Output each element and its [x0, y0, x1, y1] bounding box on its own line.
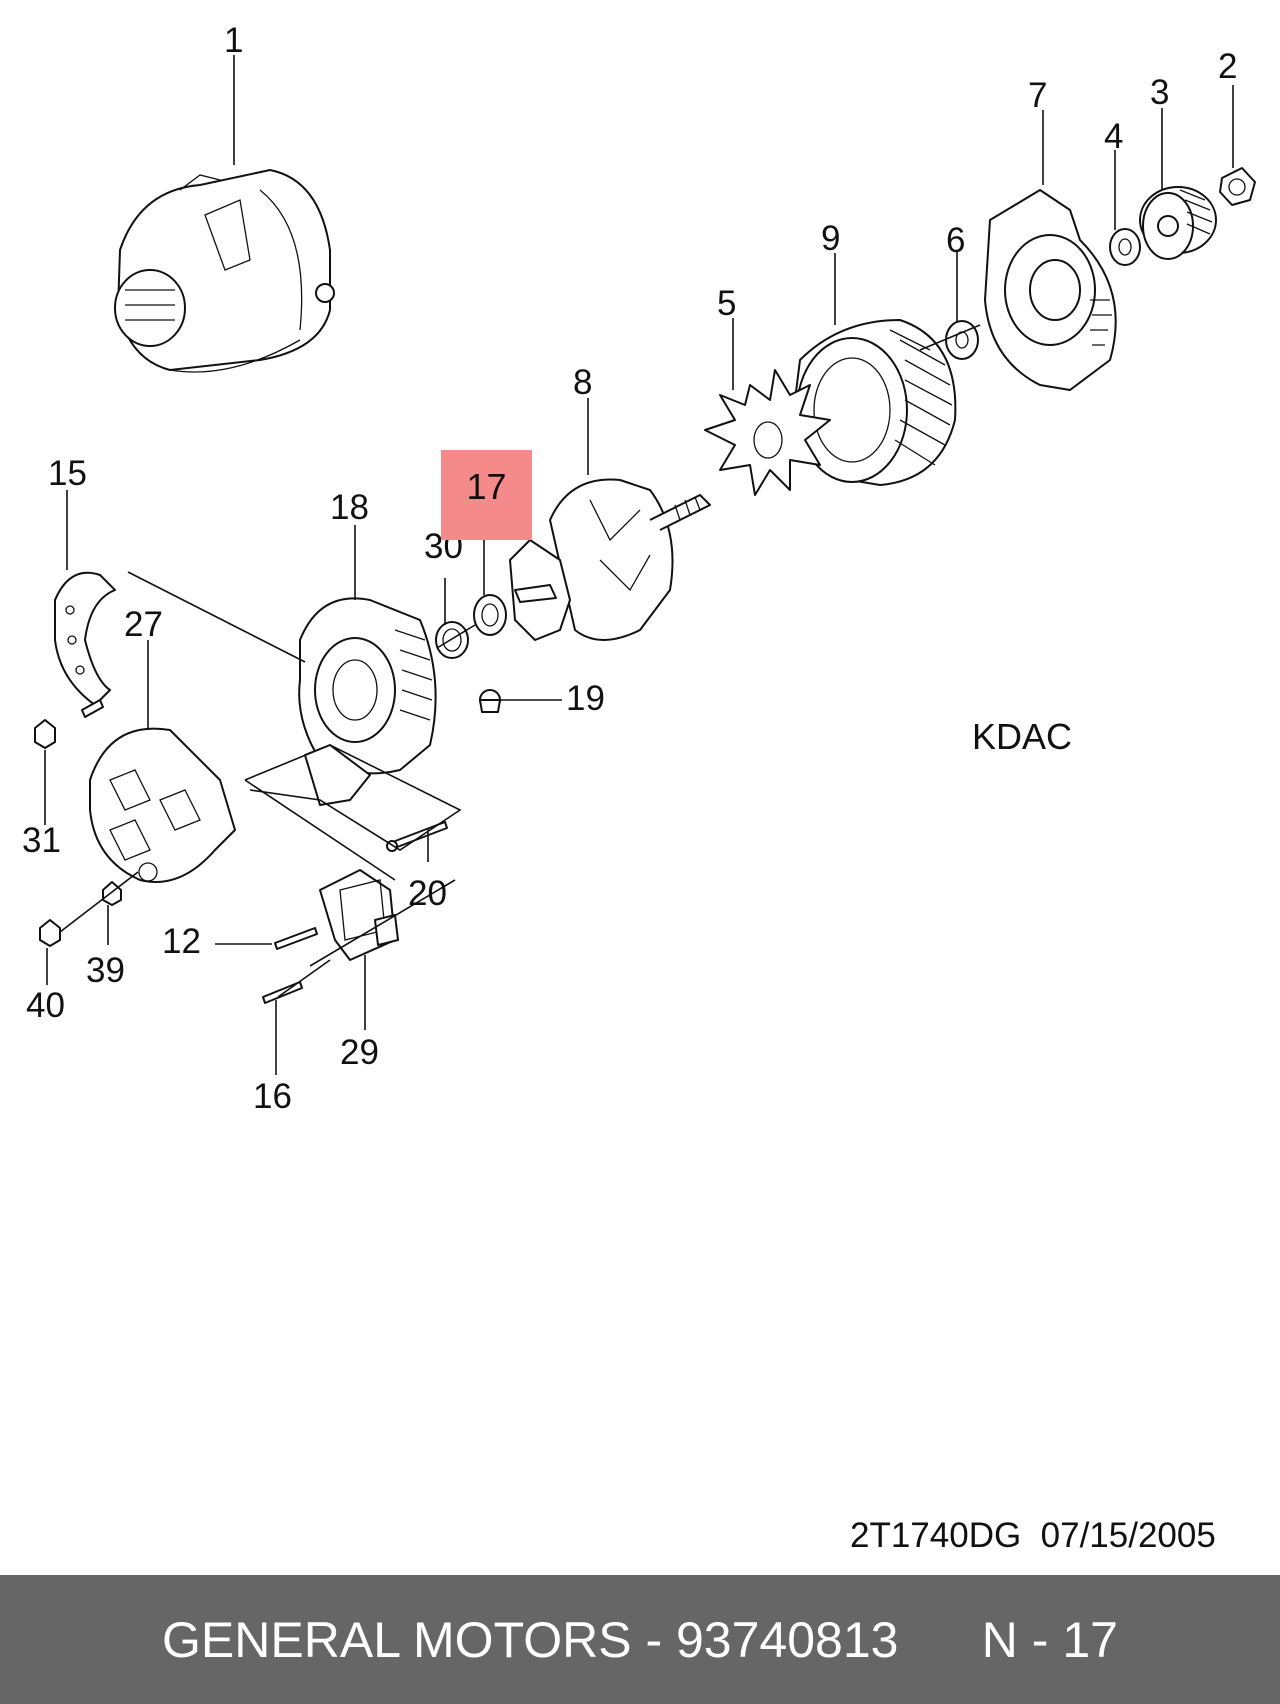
- part-rear-housing: [298, 597, 437, 806]
- part-pulley: [1139, 186, 1217, 260]
- part-front-housing: [984, 189, 1117, 391]
- part-regulator: [319, 869, 399, 961]
- callout-5: 5: [717, 284, 736, 323]
- diagram-reference: 2T1740DG 07/15/2005: [850, 1516, 1216, 1555]
- part-fan-5: [704, 369, 831, 496]
- callout-4: 4: [1104, 117, 1123, 156]
- part-screw-16: [262, 981, 303, 1004]
- callout-6: 6: [946, 221, 965, 260]
- part-spacer-6: [945, 320, 979, 360]
- callout-12: 12: [162, 922, 201, 961]
- callout-1: 1: [224, 21, 243, 60]
- callout-39: 39: [86, 951, 125, 990]
- exploded-parts-diagram: 1 2 3 4 5 6 7 8 9 15 18 30 27 19 31 20 1…: [22, 21, 1256, 1116]
- part-bearing-17: [473, 594, 507, 636]
- part-nut-40: [39, 919, 61, 947]
- highlighted-part-box: [441, 450, 532, 540]
- part-rotor: [509, 478, 711, 641]
- part-alternator-assembly: [114, 169, 335, 373]
- callout-17-highlighted: 17: [466, 466, 507, 507]
- callout-27: 27: [124, 605, 163, 644]
- part-nut: [1219, 167, 1256, 206]
- callout-2: 2: [1218, 47, 1237, 86]
- part-nut-39: [102, 881, 122, 906]
- variant-label: KDAC: [972, 716, 1073, 757]
- callout-20: 20: [408, 874, 447, 913]
- callout-9: 9: [821, 219, 840, 258]
- callout-40: 40: [26, 986, 65, 1025]
- callout-15: 15: [48, 454, 87, 493]
- footer-bar: GENERAL MOTORS - 93740813 N - 17: [0, 1575, 1280, 1704]
- callout-16: 16: [253, 1077, 292, 1116]
- callout-8: 8: [573, 363, 592, 402]
- callout-29: 29: [340, 1033, 379, 1072]
- part-rectifier: [54, 571, 116, 718]
- part-nut-31: [34, 719, 56, 749]
- callout-19: 19: [566, 679, 605, 718]
- part-screw-12: [274, 927, 318, 950]
- part-ring-30: [435, 621, 469, 659]
- part-plug-19: [479, 689, 501, 713]
- part-rear-cover: [89, 727, 236, 883]
- footer-part-number: GENERAL MOTORS - 93740813 N - 17: [162, 1611, 1118, 1668]
- callout-18: 18: [330, 488, 369, 527]
- part-washer-4: [1109, 228, 1141, 266]
- callout-7: 7: [1028, 76, 1047, 115]
- callout-3: 3: [1150, 73, 1169, 112]
- callout-31: 31: [22, 821, 61, 860]
